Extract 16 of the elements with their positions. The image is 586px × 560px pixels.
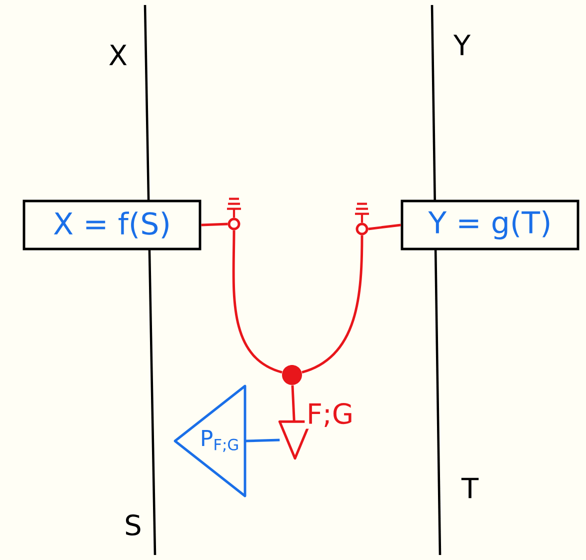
connector-line [291, 385, 296, 422]
wire-label: S [126, 514, 140, 536]
connector-line [232, 230, 282, 374]
junction-circle [226, 198, 242, 230]
function-box: X = f(S) [22, 200, 202, 250]
connector-line [245, 438, 280, 442]
junction-dot [282, 365, 302, 385]
connector-line [201, 222, 228, 226]
wire-label: Y [453, 34, 471, 56]
junction-circle [354, 202, 370, 236]
wire-label: X [109, 44, 127, 66]
connector-line [368, 224, 401, 230]
connector-line [302, 235, 364, 374]
function-box: Y = g(T) [400, 200, 580, 250]
edge-label: F;G [304, 401, 356, 429]
wire-label: T [461, 478, 479, 498]
